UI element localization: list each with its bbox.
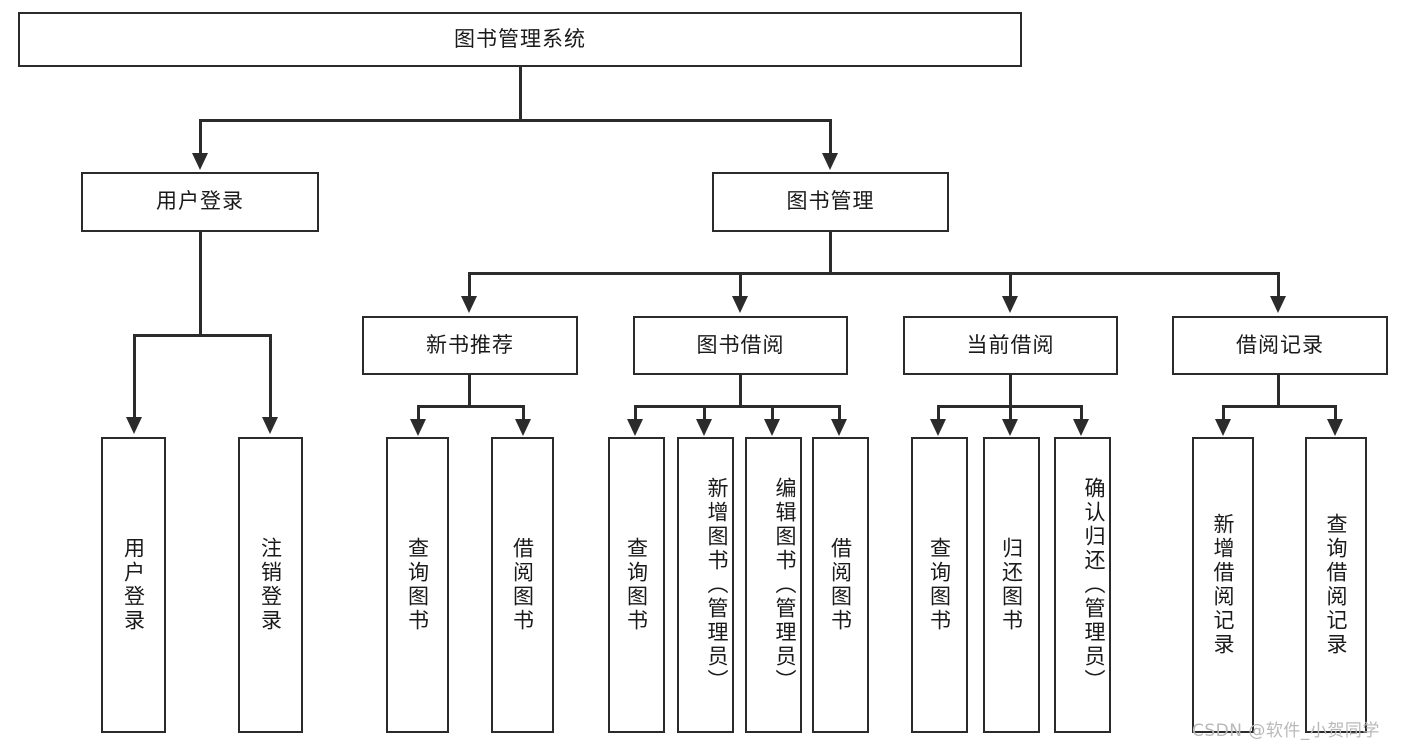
edge-root-stem	[519, 67, 522, 120]
arrow-borrow-to-leaf7	[764, 419, 780, 436]
arrow-login-to-leaf1	[126, 417, 142, 434]
node-borrow-records-label: 借阅记录	[1236, 332, 1324, 357]
arrow-root-to-bookmgmt	[822, 153, 838, 170]
leaf-edit-book-admin-label: 编辑图书（管理员）	[773, 477, 797, 693]
edge-login-stem	[199, 232, 202, 336]
arrow-current-to-leaf10	[1002, 419, 1018, 436]
arrow-newbook-to-leaf3	[410, 419, 426, 436]
edge-borrow-to-leaf5	[634, 405, 637, 420]
leaf-return-books-label: 归还图书	[999, 537, 1024, 633]
leaf-confirm-return-admin[interactable]: 确认归还（管理员）	[1054, 437, 1111, 733]
leaf-logout-label: 注销登录	[258, 537, 283, 633]
edge-newbook-to-leaf4	[522, 405, 525, 420]
edge-bookmgmt-to-borrow	[739, 272, 742, 297]
arrow-borrow-to-leaf8	[831, 419, 847, 436]
watermark: CSDN @软件_小贺同学	[1192, 716, 1380, 741]
arrow-records-to-leaf12	[1215, 419, 1231, 436]
node-borrow-records[interactable]: 借阅记录	[1172, 316, 1388, 375]
arrow-borrow-to-leaf6	[696, 419, 712, 436]
node-book-borrow[interactable]: 图书借阅	[633, 316, 848, 375]
edge-current-to-leaf9	[937, 405, 940, 420]
node-book-management[interactable]: 图书管理	[712, 172, 949, 232]
edge-borrow-bus	[634, 405, 841, 408]
arrow-records-to-leaf13	[1327, 419, 1343, 436]
leaf-query-borrow-record[interactable]: 查询借阅记录	[1305, 437, 1367, 733]
edge-login-bus	[133, 334, 272, 337]
leaf-borrow-books-borrow[interactable]: 借阅图书	[812, 437, 869, 733]
edge-newbook-stem	[468, 375, 471, 407]
node-new-book-recommend-label: 新书推荐	[426, 332, 514, 357]
edge-login-to-leaf1	[133, 334, 136, 418]
edge-newbook-to-leaf3	[417, 405, 420, 420]
leaf-borrow-books-newbook[interactable]: 借阅图书	[491, 437, 554, 733]
edge-root-to-bookmgmt	[829, 119, 832, 155]
edge-root-to-login	[199, 119, 202, 155]
arrow-current-to-leaf11	[1073, 419, 1089, 436]
node-user-login-label: 用户登录	[156, 189, 244, 214]
leaf-edit-book-admin[interactable]: 编辑图书（管理员）	[745, 437, 802, 733]
edge-current-stem	[1009, 375, 1012, 407]
node-root[interactable]: 图书管理系统	[18, 12, 1022, 67]
edge-current-to-leaf11	[1080, 405, 1083, 420]
leaf-add-book-admin[interactable]: 新增图书（管理员）	[677, 437, 734, 733]
arrow-bookmgmt-to-current	[1002, 296, 1018, 313]
leaf-add-borrow-record[interactable]: 新增借阅记录	[1192, 437, 1254, 733]
edge-bookmgmt-stem	[829, 232, 832, 274]
edge-bookmgmt-to-records	[1277, 272, 1280, 297]
arrow-bookmgmt-to-records	[1270, 296, 1286, 313]
leaf-logout[interactable]: 注销登录	[238, 437, 303, 733]
leaf-query-books-newbook[interactable]: 查询图书	[386, 437, 449, 733]
leaf-add-book-admin-label: 新增图书（管理员）	[705, 477, 729, 693]
edge-current-to-leaf10	[1009, 405, 1012, 420]
leaf-confirm-return-admin-label: 确认归还（管理员）	[1082, 477, 1106, 693]
edge-bookmgmt-to-current	[1009, 272, 1012, 297]
arrow-newbook-to-leaf4	[515, 419, 531, 436]
leaf-add-borrow-record-label: 新增借阅记录	[1211, 513, 1235, 657]
edge-borrow-to-leaf8	[838, 405, 841, 420]
leaf-query-books-newbook-label: 查询图书	[405, 537, 430, 633]
node-new-book-recommend[interactable]: 新书推荐	[362, 316, 578, 375]
edge-borrow-to-leaf7	[771, 405, 774, 420]
arrow-borrow-to-leaf5	[627, 419, 643, 436]
arrow-root-to-login	[192, 153, 208, 170]
arrow-bookmgmt-to-borrow	[732, 296, 748, 313]
leaf-return-books[interactable]: 归还图书	[983, 437, 1040, 733]
node-current-borrow-label: 当前借阅	[966, 332, 1055, 357]
node-book-management-label: 图书管理	[786, 189, 875, 214]
arrow-login-to-leaf2	[262, 417, 278, 434]
node-book-borrow-label: 图书借阅	[696, 332, 785, 357]
edge-bookmgmt-bus	[468, 272, 1279, 275]
edge-records-to-leaf12	[1222, 405, 1225, 420]
leaf-query-books-current[interactable]: 查询图书	[911, 437, 968, 733]
leaf-user-login[interactable]: 用户登录	[101, 437, 166, 733]
edge-borrow-stem	[739, 375, 742, 407]
node-root-label: 图书管理系统	[454, 26, 586, 51]
leaf-borrow-books-borrow-label: 借阅图书	[828, 537, 853, 633]
edge-root-bus	[199, 119, 832, 122]
edge-records-bus	[1222, 405, 1337, 408]
arrow-bookmgmt-to-newbook	[461, 296, 477, 313]
edge-login-to-leaf2	[269, 334, 272, 418]
edge-records-to-leaf13	[1334, 405, 1337, 420]
leaf-query-books-current-label: 查询图书	[927, 537, 952, 633]
leaf-borrow-books-newbook-label: 借阅图书	[510, 537, 535, 633]
arrow-current-to-leaf9	[930, 419, 946, 436]
edge-records-stem	[1277, 375, 1280, 407]
leaf-query-books-borrow-label: 查询图书	[624, 537, 649, 633]
leaf-user-login-label: 用户登录	[121, 537, 146, 633]
node-user-login[interactable]: 用户登录	[81, 172, 319, 232]
edge-bookmgmt-to-newbook	[468, 272, 471, 297]
leaf-query-borrow-record-label: 查询借阅记录	[1324, 513, 1348, 657]
watermark-text: CSDN @软件_小贺同学	[1192, 721, 1380, 741]
edge-borrow-to-leaf6	[703, 405, 706, 420]
leaf-query-books-borrow[interactable]: 查询图书	[608, 437, 665, 733]
node-current-borrow[interactable]: 当前借阅	[903, 316, 1118, 375]
edge-newbook-bus	[417, 405, 525, 408]
